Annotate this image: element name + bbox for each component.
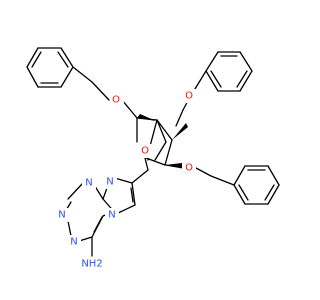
oxygen-label-c3: O: [185, 91, 193, 102]
nitrogen-label-1: N: [85, 178, 92, 189]
nitrogen-label-5: N: [108, 210, 115, 221]
structure-diagram: O O O O N N N N N NH2: [26, 47, 280, 271]
benzyl-ring-2: [205, 51, 253, 92]
benzyl-ring-1: [26, 47, 74, 88]
oxygen-label-c2: O: [185, 163, 193, 174]
nitrogen-label-2: N: [106, 177, 113, 188]
oxygen-label-ch2: O: [112, 95, 120, 106]
nitrogen-label-4: N: [70, 237, 77, 248]
linker-bonds: [72, 66, 235, 186]
benzyl-ring-3: [233, 165, 280, 205]
furanose-ring: [131, 117, 173, 184]
atom-labels: O O O O N N N N N NH2: [55, 89, 196, 271]
stereo-wedges: [137, 114, 188, 168]
nitrogen-label-3: N: [58, 210, 65, 221]
amine-label: NH2: [81, 259, 102, 270]
oxygen-label-ring: O: [141, 146, 149, 157]
